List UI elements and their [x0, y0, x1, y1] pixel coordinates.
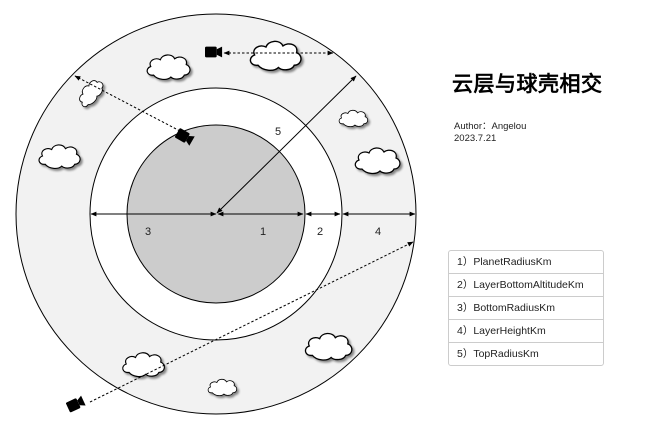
- label-top-radius: 5: [275, 126, 281, 138]
- label-layer-height: 4: [375, 226, 381, 238]
- dimension-arrows: [90, 75, 416, 217]
- legend-item: 5）TopRadiusKm: [457, 348, 539, 360]
- legend-item: 2）LayerBottomAltitudeKm: [449, 274, 603, 297]
- legend: 1）PlanetRadiusKm 2）LayerBottomAltitudeKm…: [448, 250, 604, 366]
- label-layer-bottom-altitude: 2: [317, 226, 323, 238]
- legend-item: 3）BottomRadiusKm: [449, 297, 603, 320]
- view-rays: [74, 50, 414, 403]
- camera-icon: [65, 395, 86, 413]
- legend-item: 1）PlanetRadiusKm: [449, 251, 603, 274]
- legend-item: 4）LayerHeightKm: [449, 320, 603, 343]
- label-planet-radius: 1: [260, 226, 266, 238]
- page-title: 云层与球壳相交: [452, 72, 603, 96]
- label-bottom-radius: 3: [145, 226, 151, 238]
- date: 2023.7.21: [454, 133, 497, 144]
- author: Author：Angelou: [454, 121, 527, 132]
- meta: Author：Angelou 2023.7.21: [454, 121, 526, 145]
- camera-icon: [205, 46, 223, 58]
